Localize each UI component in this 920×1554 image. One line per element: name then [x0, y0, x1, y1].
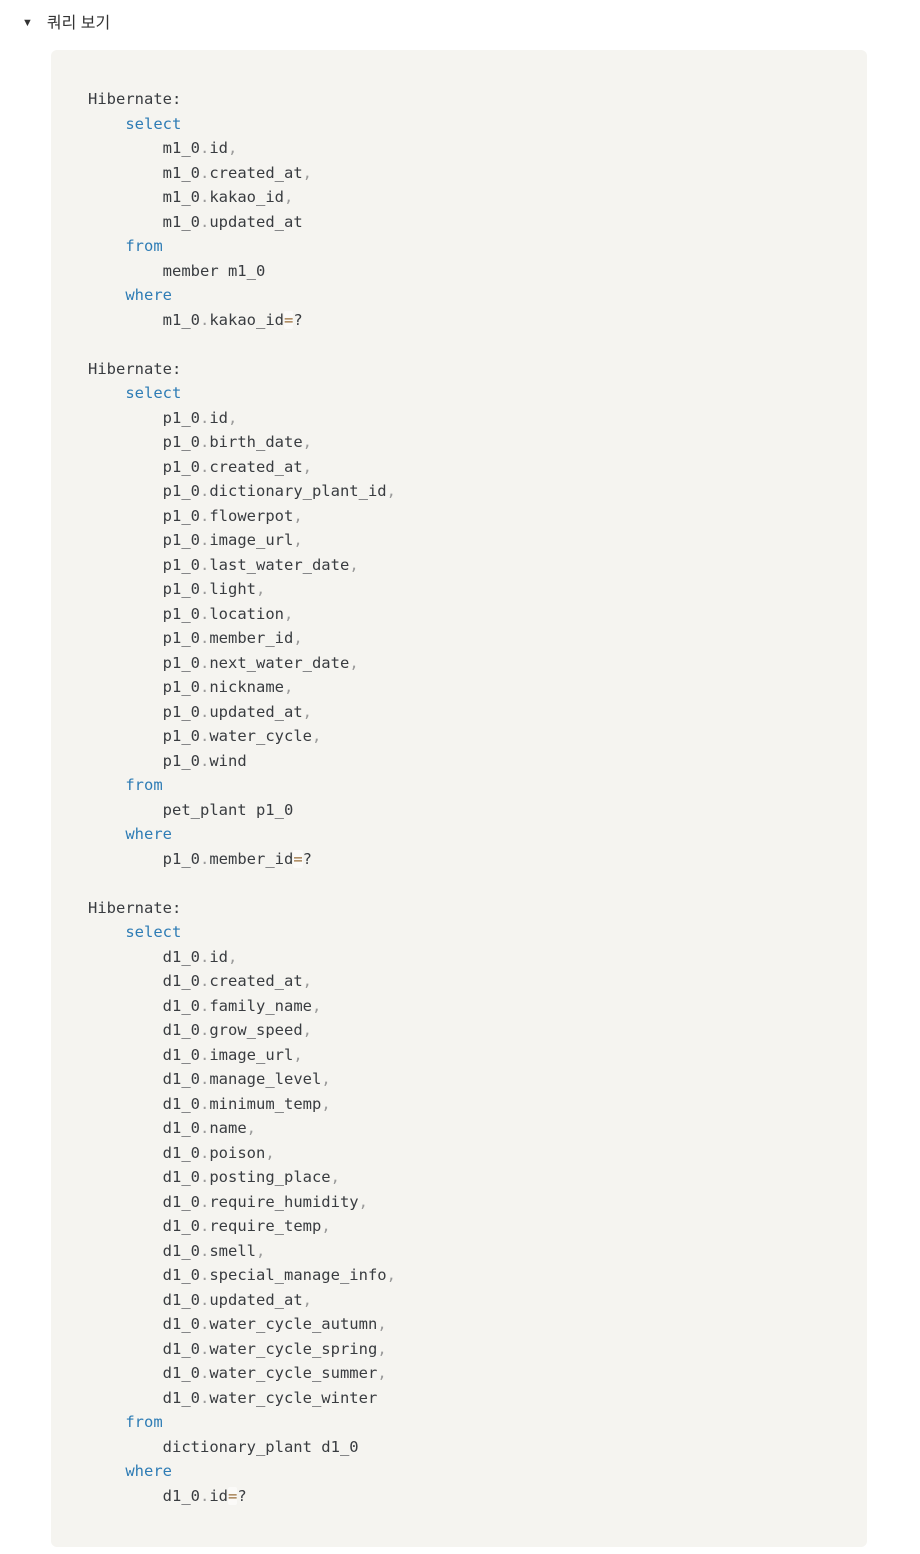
code-block: Hibernate: select m1_0.id, m1_0.created_… — [51, 50, 867, 1547]
sql-pre: Hibernate: select m1_0.id, m1_0.created_… — [51, 50, 867, 1547]
query-details-label: 쿼리 보기 — [46, 15, 111, 32]
sql-code: Hibernate: select m1_0.id, m1_0.created_… — [88, 90, 396, 1505]
query-details-summary[interactable]: ▼ 쿼리 보기 — [0, 0, 920, 35]
triangle-down-icon: ▼ — [22, 17, 33, 29]
